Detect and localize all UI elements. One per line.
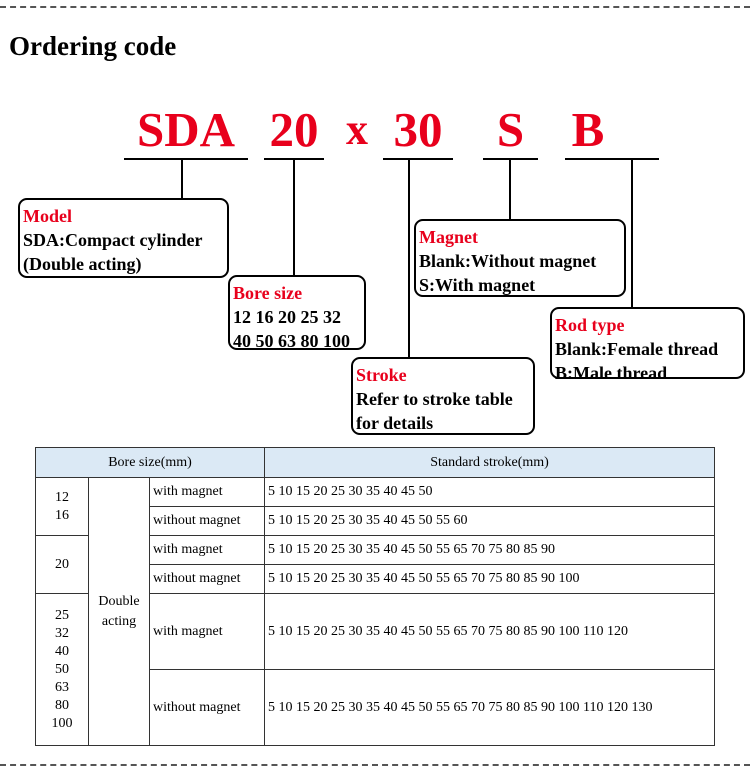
bore-group-1: 12 16 xyxy=(35,477,89,536)
table-row: 25 32 40 50 63 80 100 with magnet 5 10 1… xyxy=(35,593,716,746)
bore-value: 25 xyxy=(55,607,69,623)
code-magnet: S xyxy=(496,102,525,157)
table-row: without magnet 5 10 15 20 25 30 35 40 45… xyxy=(36,506,716,536)
stroke-values: 5 10 15 20 25 30 35 40 45 50 xyxy=(264,477,716,507)
underline-stroke xyxy=(383,158,453,160)
stroke-values: 5 10 15 20 25 30 35 40 45 50 55 65 70 75… xyxy=(264,564,716,594)
stroke-line-1: Refer to stroke table xyxy=(356,389,513,409)
stroke-table: Bore size(mm) Standard stroke(mm) 12 16 … xyxy=(34,447,716,746)
magnet-option: without magnet xyxy=(148,669,266,746)
code-separator: x xyxy=(346,105,368,154)
bore-group-2: 20 xyxy=(35,535,89,594)
top-divider xyxy=(0,6,750,8)
underline-bore xyxy=(264,158,324,160)
bore-value: 40 xyxy=(55,643,69,659)
bore-size-heading: Bore size xyxy=(233,283,303,303)
connector-model xyxy=(181,160,183,199)
rod-type-heading: Rod type xyxy=(555,315,625,335)
magnet-option: without magnet xyxy=(148,564,266,594)
page-title: Ordering code xyxy=(9,31,177,61)
stroke-values: 5 10 15 20 25 30 35 40 45 50 55 65 70 75… xyxy=(264,593,716,670)
model-line-2: (Double acting) xyxy=(23,254,142,274)
action-line-2: acting xyxy=(101,613,137,629)
underline-rod xyxy=(565,158,659,160)
bore-value: 50 xyxy=(55,661,69,677)
table-row: without magnet 5 10 15 20 25 30 35 40 45… xyxy=(36,669,716,746)
table-row: 20 with magnet 5 10 15 20 25 30 35 40 45… xyxy=(35,535,716,594)
bore-size-box: Bore size 12 16 20 25 32 40 50 63 80 100 xyxy=(228,275,366,351)
code-rod: B xyxy=(571,102,605,157)
model-line-1: SDA:Compact cylinder xyxy=(23,230,203,250)
header-standard-stroke: Standard stroke(mm) xyxy=(264,447,716,478)
rod-type-box: Rod type Blank:Female thread B:Male thre… xyxy=(550,307,745,383)
table-header-row: Bore size(mm) Standard stroke(mm) xyxy=(34,447,716,478)
magnet-option: with magnet xyxy=(148,593,266,670)
code-stroke: 30 xyxy=(393,102,443,157)
connector-rod xyxy=(631,160,633,308)
stroke-heading: Stroke xyxy=(356,365,407,385)
bore-value: 100 xyxy=(51,715,73,731)
magnet-line-2: S:With magnet xyxy=(419,275,536,295)
magnet-option: with magnet xyxy=(148,535,266,565)
rod-type-line-1: Blank:Female thread xyxy=(555,339,719,359)
magnet-line-1: Blank:Without magnet xyxy=(419,251,597,271)
action-line-1: Double xyxy=(98,593,140,609)
table-row: without magnet 5 10 15 20 25 30 35 40 45… xyxy=(36,564,716,594)
underline-magnet xyxy=(483,158,538,160)
bore-value: 12 xyxy=(55,489,69,505)
bore-size-line-2: 40 50 63 80 100 xyxy=(233,331,350,351)
bore-value: 16 xyxy=(55,507,69,523)
magnet-heading: Magnet xyxy=(419,227,478,247)
action-type-cell: Double acting xyxy=(88,477,150,746)
connector-magnet xyxy=(509,160,511,220)
bore-value: 63 xyxy=(55,679,69,695)
bore-value: 32 xyxy=(55,625,69,641)
header-bore-size: Bore size(mm) xyxy=(34,447,266,478)
stroke-values: 5 10 15 20 25 30 35 40 45 50 55 65 70 75… xyxy=(264,535,716,565)
rod-type-line-2: B:Male thread xyxy=(555,363,668,383)
code-bore: 20 xyxy=(269,102,319,157)
magnet-option: with magnet xyxy=(148,477,266,507)
stroke-line-2: for details xyxy=(356,413,434,433)
magnet-box: Magnet Blank:Without magnet S:With magne… xyxy=(414,219,626,297)
table-row: 12 16 Double acting with magnet 5 10 15 … xyxy=(35,477,716,746)
stroke-box: Stroke Refer to stroke table for details xyxy=(351,357,535,435)
code-model: SDA xyxy=(136,102,236,157)
model-heading: Model xyxy=(23,206,72,226)
stroke-values: 5 10 15 20 25 30 35 40 45 50 55 60 xyxy=(264,506,716,536)
magnet-option: without magnet xyxy=(148,506,266,536)
underline-model xyxy=(124,158,248,160)
bore-size-line-1: 12 16 20 25 32 xyxy=(233,307,341,327)
stroke-values: 5 10 15 20 25 30 35 40 45 50 55 65 70 75… xyxy=(264,669,716,746)
bore-group-3: 25 32 40 50 63 80 100 xyxy=(35,593,89,746)
model-box: Model SDA:Compact cylinder (Double actin… xyxy=(18,198,229,278)
connector-bore xyxy=(293,160,295,276)
connector-stroke xyxy=(408,160,410,358)
bore-value: 20 xyxy=(55,556,69,572)
bore-value: 80 xyxy=(55,697,69,713)
bottom-divider xyxy=(0,764,750,766)
